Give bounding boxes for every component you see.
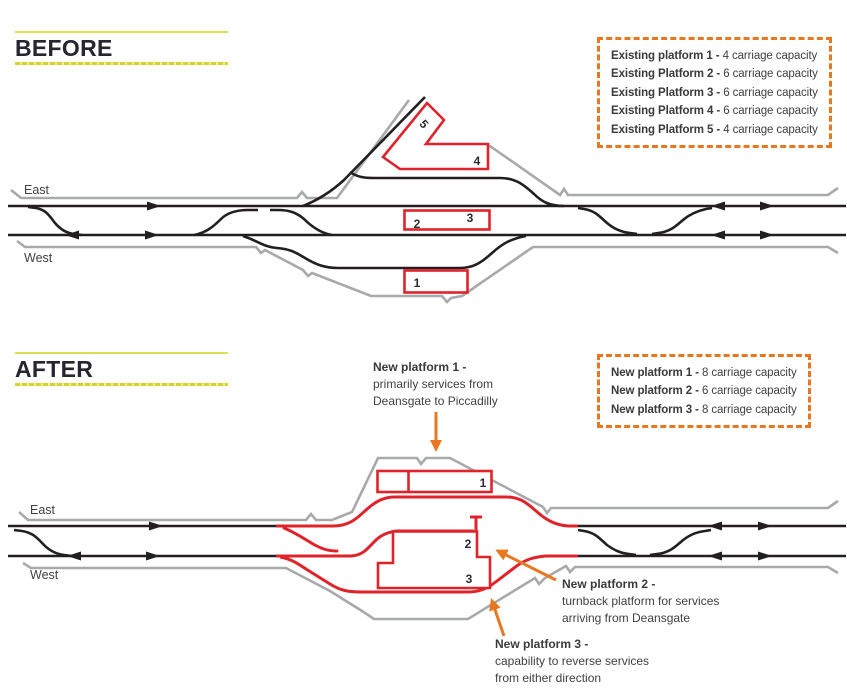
before-track-network: East West 5 4 2 3 1: [8, 96, 846, 304]
annotation-line: capability to reverse services: [495, 654, 650, 668]
annotation-line: from either direction: [495, 671, 602, 685]
after-legend-box: New platform 1 - 8 carriage capacity New…: [597, 354, 811, 429]
platform-4-5-shape: [381, 101, 490, 171]
after-platform-2-number: 2: [465, 537, 472, 551]
after-title-text: AFTER: [15, 356, 94, 382]
annotation-title: New platform 1 -: [373, 360, 467, 374]
platform-3-callout-arrow: [489, 598, 506, 637]
title-rule-bottom: [15, 383, 228, 386]
after-platform-3-number: 3: [466, 572, 473, 586]
legend-item-label: New platform 2 -: [611, 385, 699, 398]
after-direction-arrows: [67, 521, 772, 561]
headshunt-stub: [282, 526, 339, 553]
legend-item-value: 8 carriage capacity: [701, 367, 797, 379]
after-new-track-lines: [276, 495, 578, 594]
legend-item-label: Existing Platform 4 -: [611, 105, 721, 118]
annotation-arrows: [430, 412, 557, 637]
before-platform-4-number: 4: [474, 154, 481, 168]
before-direction-arrows: [65, 201, 774, 240]
before-title-text: BEFORE: [15, 35, 113, 61]
after-section-title: AFTER: [15, 352, 228, 386]
title-rule-bottom: [15, 62, 228, 65]
legend-item-value: 6 carriage capacity: [723, 68, 818, 81]
platform-2-buffer-stop: [470, 515, 482, 531]
legend-item-value: 4 carriage capacity: [722, 50, 818, 62]
legend-item-label: Existing platform 1 -: [611, 50, 720, 62]
annotation-line: arriving from Deansgate: [562, 611, 691, 625]
legend-item-label: Existing Platform 2 -: [611, 68, 721, 81]
legend-item-label: Existing Platform 5 -: [611, 123, 721, 136]
before-platform-3-number: 3: [467, 211, 474, 225]
annotation-title: New platform 2 -: [562, 577, 656, 591]
platform-1-shape: [403, 269, 469, 294]
legend-item: New platform 3 - 8 carriage capacity: [611, 401, 797, 419]
legend-item: Existing Platform 5 - 4 carriage capacit…: [611, 121, 818, 139]
platform-2-3-shape: [403, 209, 491, 231]
title-rule-top: [15, 31, 228, 33]
annotation-line: Deansgate to Piccadilly: [373, 394, 498, 408]
legend-item-value: 4 carriage capacity: [723, 123, 818, 136]
before-east-label: East: [24, 183, 50, 197]
after-east-label: East: [30, 503, 56, 517]
platform-1-annotation: New platform 1 - primarily services from…: [373, 359, 498, 410]
platform-2-annotation: New platform 2 - turnback platform for s…: [562, 576, 719, 627]
legend-item-label: New platform 3 -: [611, 403, 699, 416]
before-platform-2-number: 2: [414, 217, 421, 231]
before-section-title: BEFORE: [15, 31, 228, 65]
annotation-title: New platform 3 -: [495, 637, 589, 651]
after-track-network: East West 1 2 3: [8, 412, 846, 637]
annotation-line: primarily services from: [373, 377, 494, 391]
new-platform-1-shape: [376, 469, 493, 494]
after-platform-1-number: 1: [480, 476, 487, 490]
legend-item-value: 6 carriage capacity: [723, 105, 818, 118]
legend-item-value: 8 carriage capacity: [701, 403, 797, 416]
legend-item: Existing Platform 4 - 6 carriage capacit…: [611, 102, 818, 120]
platform-3-annotation: New platform 3 - capability to reverse s…: [495, 636, 649, 687]
legend-item: New platform 2 - 6 carriage capacity: [611, 382, 797, 400]
after-platforms: [376, 469, 493, 590]
title-rule-top: [15, 352, 228, 354]
before-boundary-lines: [10, 99, 839, 304]
new-platform-2-3-shape: [376, 530, 492, 590]
before-legend-box: Existing platform 1 - 4 carriage capacit…: [597, 37, 832, 149]
legend-item: Existing platform 1 - 4 carriage capacit…: [611, 47, 818, 65]
before-west-label: West: [24, 251, 53, 265]
after-boundary-lines: [18, 456, 839, 621]
after-west-label: West: [30, 568, 59, 582]
legend-item-value: 6 carriage capacity: [701, 385, 797, 398]
legend-item: Existing Platform 3 - 6 carriage capacit…: [611, 84, 818, 102]
before-platforms: [381, 101, 491, 294]
annotation-line: turnback platform for services: [562, 594, 720, 608]
platform-2-callout-arrow: [495, 549, 557, 582]
legend-item: New platform 1 - 8 carriage capacity: [611, 364, 797, 382]
legend-item: Existing Platform 2 - 6 carriage capacit…: [611, 65, 818, 83]
legend-item-label: New platform 1 -: [611, 367, 699, 379]
legend-item-label: Existing Platform 3 -: [611, 86, 721, 99]
before-platform-1-number: 1: [414, 276, 421, 290]
legend-item-value: 6 carriage capacity: [723, 86, 818, 99]
